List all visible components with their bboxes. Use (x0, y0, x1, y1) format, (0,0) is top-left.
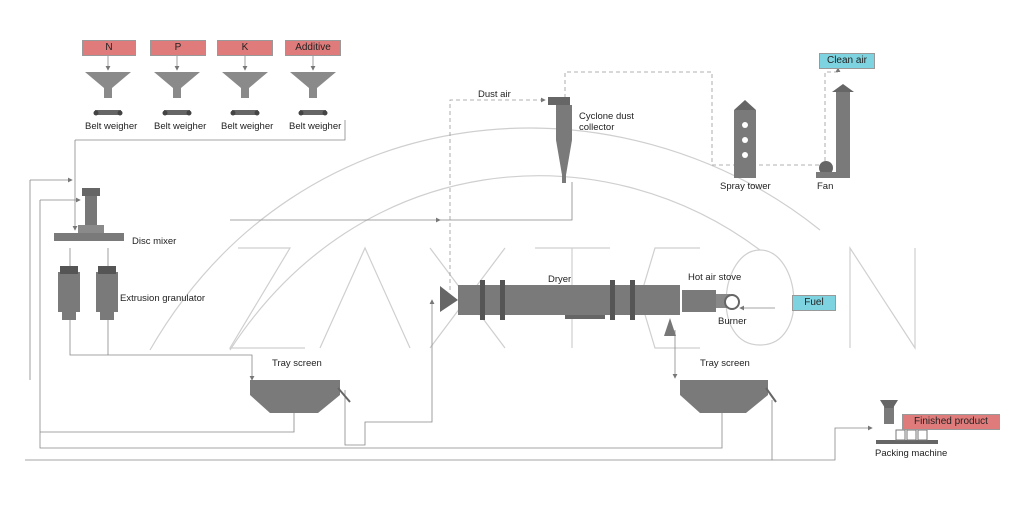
tray-screen-1-icon (250, 380, 351, 413)
hot-air-stove-label: Hot air stove (688, 272, 742, 283)
belt-weigher-label-n: Belt weigher (85, 121, 138, 132)
tray-screen-1-label: Tray screen (272, 358, 322, 369)
input-tag-n: N (82, 40, 136, 56)
input-tag-k: K (217, 40, 273, 56)
cyclone-label: Cyclone dust collector (579, 111, 634, 133)
hopper-p-icon (154, 72, 200, 116)
extrusion-granulator-label: Extrusion granulator (120, 293, 206, 304)
input-tag-p: P (150, 40, 206, 56)
finished-product-tag: Finished product (902, 414, 1000, 430)
air-lines (449, 67, 841, 290)
disc-mixer-icon (54, 188, 124, 241)
dust-air-label: Dust air (478, 89, 511, 100)
dryer-icon (440, 280, 680, 336)
input-tag-additive: Additive (285, 40, 341, 56)
dryer-label: Dryer (548, 274, 572, 285)
hopper-additive-icon (290, 72, 336, 116)
fan-icon (816, 84, 854, 178)
cyclone-dust-collector-icon (548, 97, 572, 183)
tray-screen-2-icon (680, 380, 777, 413)
hopper-n-icon (85, 72, 131, 116)
hopper-k-icon (222, 72, 268, 116)
spray-tower-label: Spray tower (720, 181, 771, 192)
fuel-tag: Fuel (792, 295, 836, 311)
extrusion-granulator-icon (58, 266, 118, 320)
hot-air-stove-icon (682, 290, 740, 312)
disc-mixer-label: Disc mixer (132, 236, 177, 247)
belt-weigher-label-p: Belt weigher (154, 121, 207, 132)
watermark-logo (149, 127, 916, 351)
clean-air-tag: Clean air (819, 53, 875, 69)
belt-weigher-label-k: Belt weigher (221, 121, 274, 132)
fan-label: Fan (817, 181, 834, 192)
packing-machine-icon (876, 400, 938, 444)
belt-weigher-label-additive: Belt weigher (289, 121, 342, 132)
spray-tower-icon (734, 100, 756, 178)
burner-label: Burner (718, 316, 747, 327)
tray-screen-2-label: Tray screen (700, 358, 750, 369)
flow-lines (25, 56, 873, 461)
packing-machine-label: Packing machine (875, 448, 948, 459)
